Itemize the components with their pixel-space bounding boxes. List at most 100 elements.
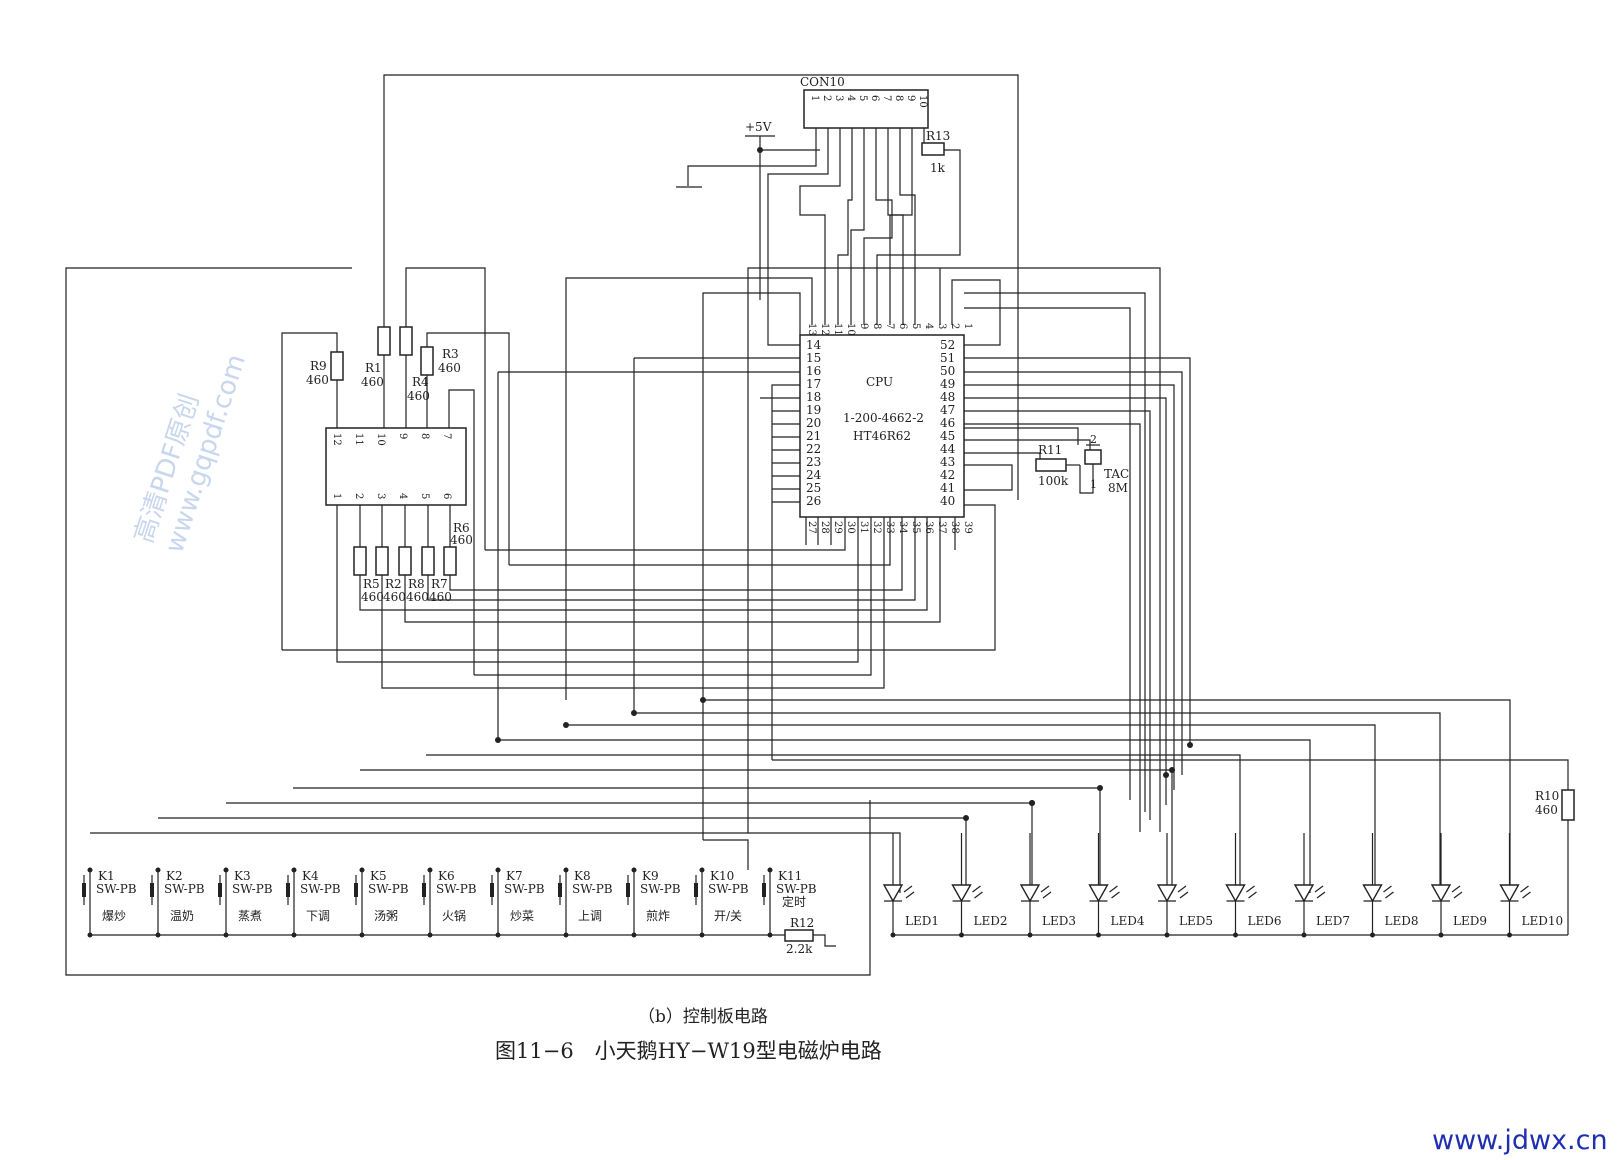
r4-value: 460 — [407, 389, 430, 403]
cpu-pin-11: 11 — [832, 323, 843, 336]
oscillator: R11 100k 2 1 TAC 8M — [964, 427, 1129, 495]
r1-value: 460 — [361, 375, 384, 389]
ic-pin-8: 8 — [419, 433, 430, 439]
led-ray-1 — [1451, 885, 1461, 893]
led-ray-1 — [1246, 885, 1255, 893]
cpu-pin-3: 3 — [936, 323, 947, 329]
led-ray-2 — [1042, 891, 1052, 899]
connector-pin-1: 1 — [809, 95, 820, 101]
connector-pin-6: 6 — [869, 95, 880, 101]
led-ray-1 — [1040, 885, 1050, 893]
switch-actuator — [490, 883, 494, 897]
ic-pin-2: 2 — [353, 493, 364, 499]
switch-actuator — [762, 883, 766, 897]
connector-wiring: R13 1k — [767, 128, 961, 346]
cpu-label: CPU — [866, 375, 893, 389]
led-9: LED9 — [1430, 833, 1487, 938]
cpu-pin-26: 26 — [806, 494, 821, 508]
cpu-pin-19: 19 — [806, 403, 821, 417]
connector-pin-8: 8 — [893, 95, 904, 101]
led-ray-1 — [1109, 885, 1118, 893]
cpu-right-bus — [964, 292, 1191, 832]
top-resistors: R9 460 R1 460 R4 460 R3 460 — [281, 267, 510, 675]
led-ray-2 — [905, 891, 915, 899]
switch-type: SW-PB — [232, 882, 273, 896]
switch-name: K4 — [302, 869, 319, 883]
cpu-pin-39: 39 — [962, 521, 973, 534]
cpu-pin-29: 29 — [832, 521, 843, 534]
cpu-pin-8: 8 — [871, 323, 882, 329]
switch-type: SW-PB — [708, 882, 749, 896]
cpu-pin-52: 52 — [940, 338, 955, 352]
cpu-pin-13: 13 — [806, 323, 817, 336]
led-3: LED3 — [1019, 833, 1076, 938]
crystal-pin-b: 1 — [1090, 478, 1097, 491]
connector-pin-3: 3 — [833, 95, 844, 101]
led-common: R10 460 — [893, 789, 1575, 936]
cpu-pin-32: 32 — [871, 521, 882, 534]
led-body — [1225, 884, 1246, 903]
crystal-value: 8M — [1108, 481, 1128, 495]
r3-name: R3 — [442, 347, 459, 361]
switch-type: SW-PB — [96, 882, 137, 896]
ic-pin-11: 11 — [353, 433, 364, 446]
cpu-pin-50: 50 — [940, 364, 955, 378]
switch-node-top — [87, 867, 93, 873]
led-body — [1430, 884, 1452, 903]
cpu-pin-10: 10 — [845, 323, 856, 336]
caption: （b）控制板电路 — [638, 1007, 768, 1027]
cpu-pin-2: 2 — [949, 323, 960, 329]
led-ray-1 — [1520, 885, 1529, 893]
led-label: LED1 — [905, 914, 939, 928]
switch-func: 炒菜 — [510, 909, 534, 923]
switch-node-top — [563, 867, 569, 873]
r6-value: 460 — [450, 533, 473, 547]
led-6: LED6 — [1225, 833, 1281, 938]
cpu-pin-47: 47 — [940, 403, 955, 417]
ic-pin-7: 7 — [441, 433, 452, 439]
switch-node-top — [631, 867, 637, 873]
crystal-pin-a: 2 — [1090, 433, 1097, 446]
switch-func: 开/关 — [714, 909, 742, 923]
connector-pin-4: 4 — [845, 95, 856, 101]
switch-type: SW-PB — [368, 882, 409, 896]
cpu-pin-43: 43 — [940, 455, 955, 469]
switch-name: K7 — [506, 869, 523, 883]
r7-name: R7 — [431, 577, 448, 591]
led-4: LED4 — [1088, 833, 1145, 938]
switch-type: SW-PB — [572, 882, 613, 896]
r10-name: R10 — [1535, 789, 1559, 803]
cpu-pin-24: 24 — [806, 468, 822, 482]
ic-pin-10: 10 — [375, 433, 386, 446]
bottom-resistors: R5 460 R2 460 R8 460 R7 460 R6 460 — [282, 504, 996, 689]
cpu-pin-14: 14 — [806, 338, 822, 352]
switch-name: K3 — [234, 869, 251, 883]
cpu-pin-7: 7 — [884, 323, 895, 329]
led-label: LED9 — [1453, 914, 1487, 928]
switch-common: R12 2.2k — [90, 916, 836, 956]
connector-pin-10: 10 — [917, 95, 928, 108]
ic-pin-3: 3 — [375, 493, 386, 499]
led-label: LED2 — [974, 914, 1008, 928]
led-ray-2 — [1385, 891, 1394, 899]
cpu-pin-41: 41 — [940, 481, 955, 495]
switch-name: K6 — [438, 869, 455, 883]
cpu-pin-22: 22 — [806, 442, 821, 456]
switch-type: SW-PB — [504, 882, 545, 896]
cpu-pin-42: 42 — [940, 468, 955, 482]
cpu-pin-25: 25 — [806, 481, 821, 495]
switch-actuator — [82, 883, 86, 897]
connector-pin-9: 9 — [905, 95, 916, 101]
led-ray-1 — [1383, 885, 1392, 893]
r13-value: 1k — [930, 161, 946, 175]
led-1: LED1 — [882, 833, 939, 938]
switch-func: 爆炒 — [102, 909, 126, 923]
led-body — [951, 884, 972, 903]
cpu-pin-27: 27 — [806, 521, 817, 534]
r5-value: 460 — [361, 590, 384, 604]
